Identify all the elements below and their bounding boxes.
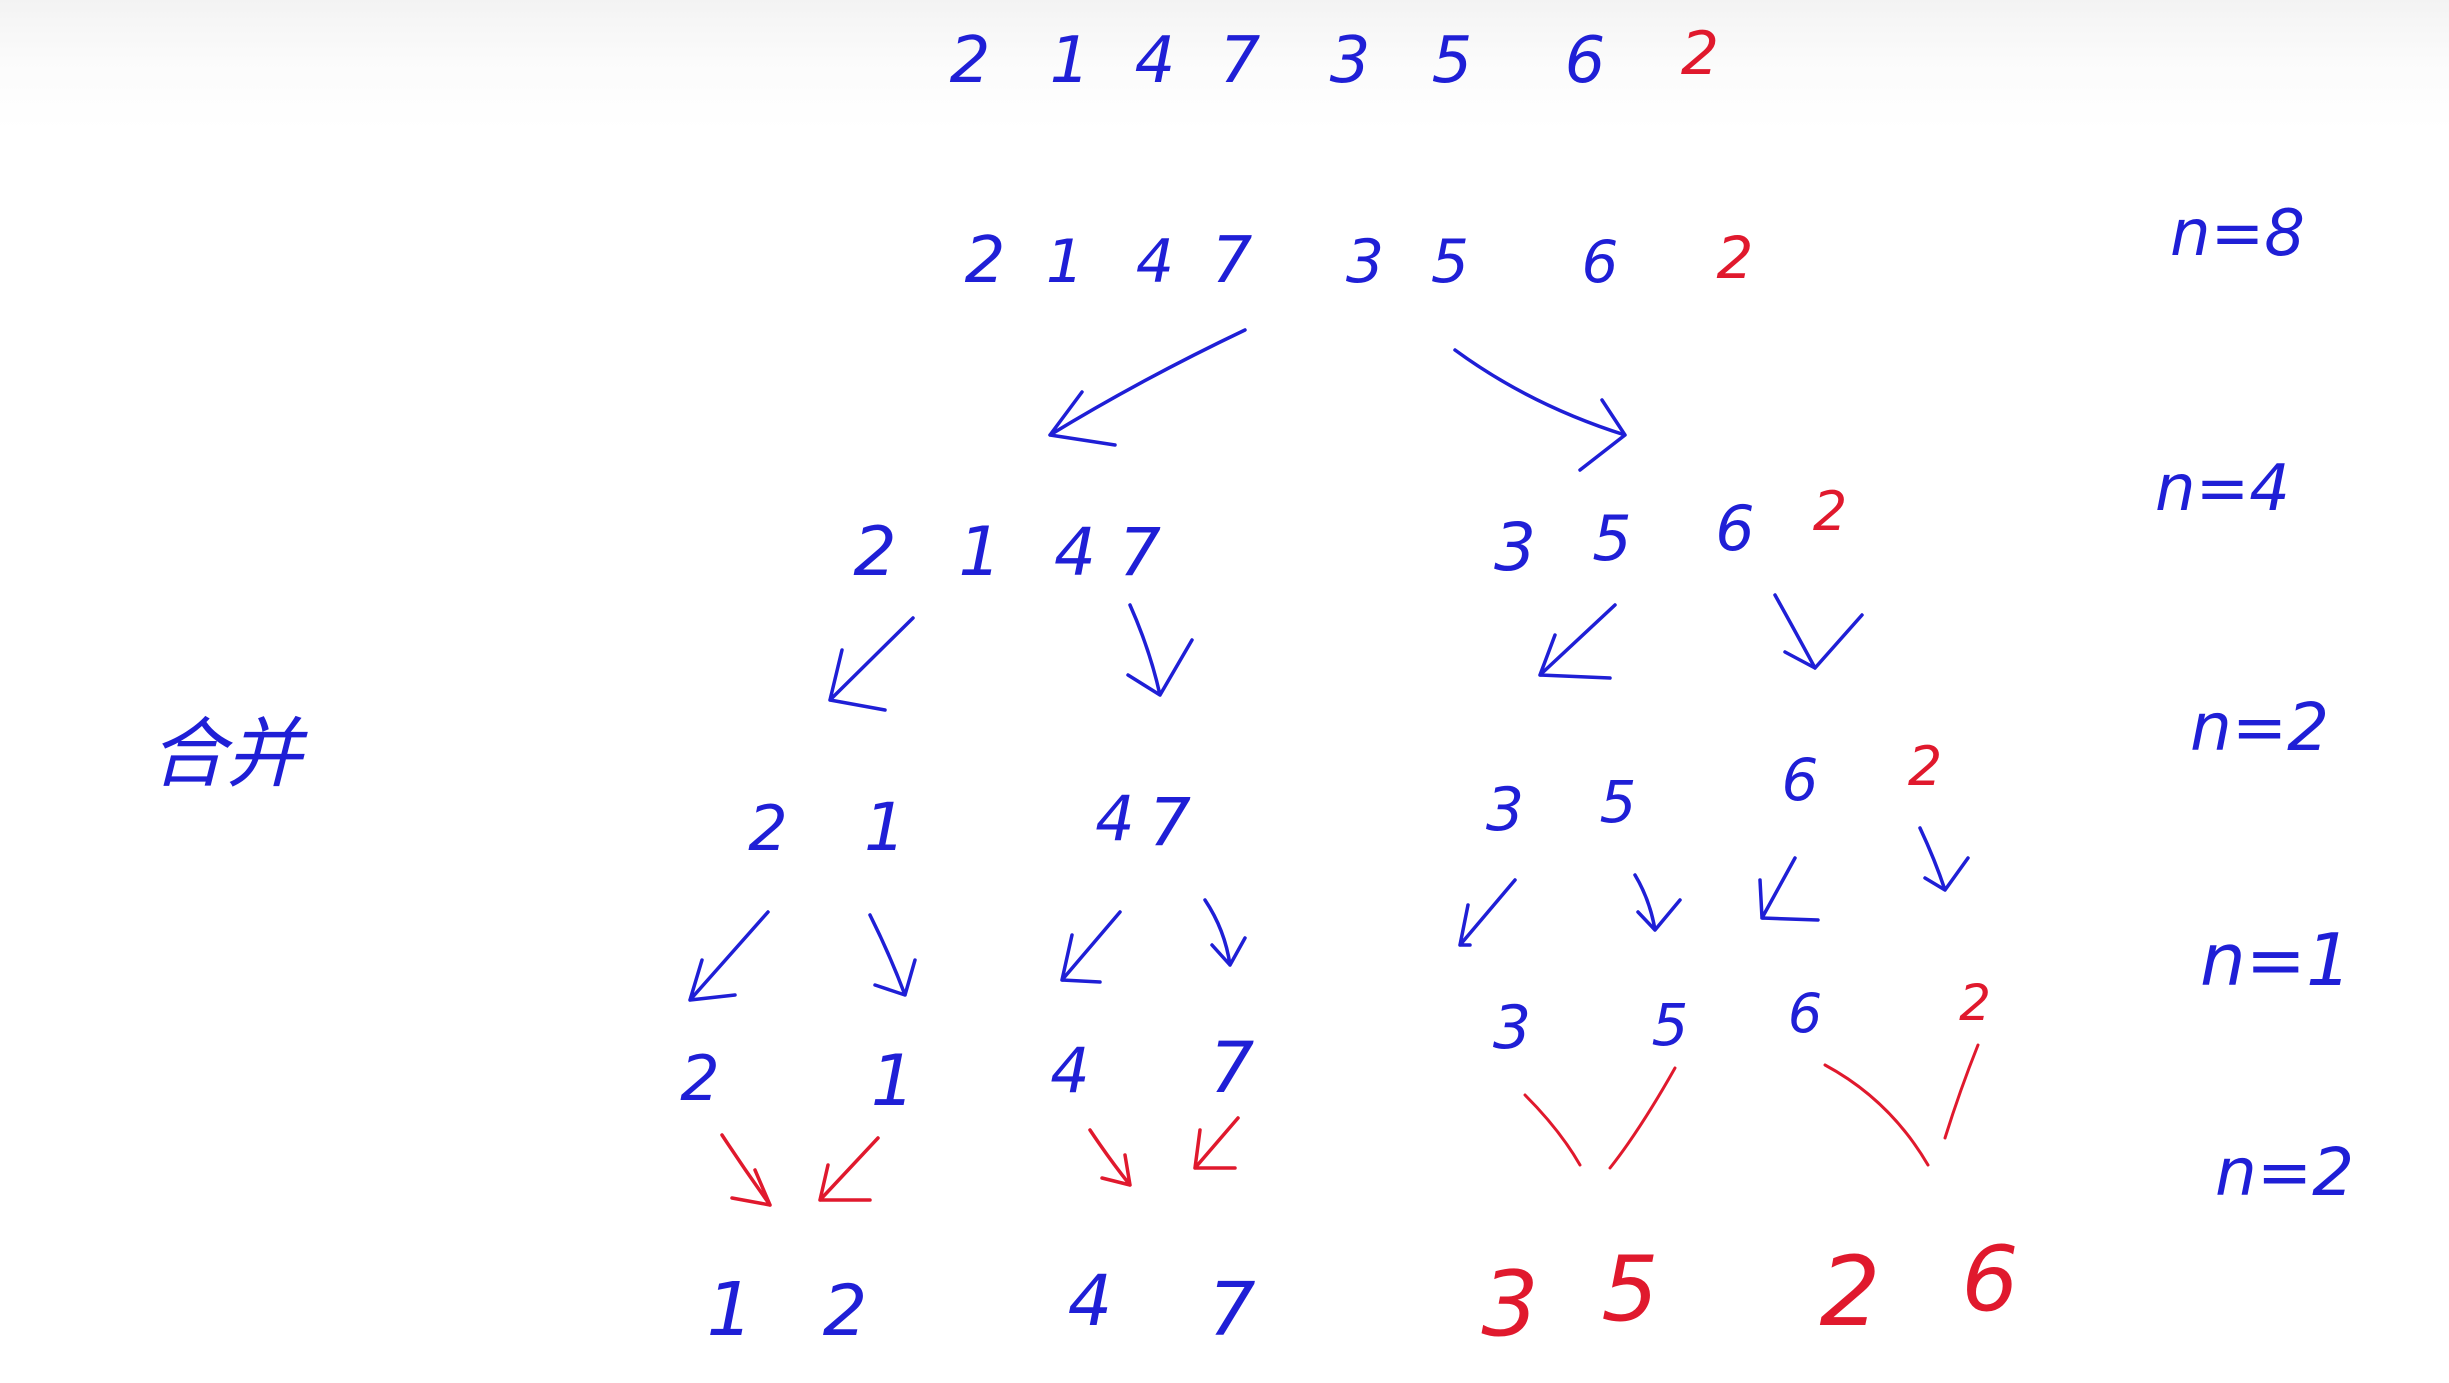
merge-marks [720,1116,1240,1207]
number: 1 [1046,227,1084,297]
row-n4: 2 1 4 7 3 5 6 2 [853,480,1847,592]
merge-arrow-left [1193,1116,1240,1170]
row-n1: 2 1 4 7 3 5 6 2 [680,974,1991,1122]
number: 2 [680,1042,719,1115]
arrow-down-left [1758,856,1820,922]
level-label: n=2 [2215,1134,2354,1211]
number: 4 [1095,782,1134,855]
number: 1 [864,789,906,866]
number: 3 [1481,1252,1538,1357]
number: 7 [1149,784,1191,861]
arrow-down-right [1773,593,1864,670]
number: 2 [823,1270,868,1352]
number: 2 [853,513,896,592]
arrow-down-right [1126,603,1194,697]
number: 2 [1681,19,1719,89]
row-n2: 2 1 4 7 3 5 6 2 [748,735,1942,866]
number: 7 [1212,224,1253,298]
number: 5 [1600,768,1637,836]
number: 4 [1068,1260,1113,1342]
number: 3 [1493,993,1531,1063]
number: 4 [1054,514,1096,591]
number: 6 [1565,24,1606,98]
number: 4 [1136,227,1174,297]
merge-arrow-right [1088,1128,1132,1187]
level-label: n=4 [2155,452,2290,526]
split-arrows-n2 [688,826,1970,1002]
number: 3 [1330,24,1371,98]
level-label: n=2 [2190,689,2329,766]
number: 6 [1961,1227,2018,1332]
number: 1 [958,513,1001,592]
number: 2 [965,224,1006,298]
merge-brackets [1523,1043,1980,1170]
number: 3 [1346,227,1384,297]
number: 2 [1959,974,1991,1032]
merge-arrow-left [818,1136,880,1202]
number: 1 [706,1267,753,1353]
merge-arrow-right [720,1133,772,1207]
number: 3 [1486,775,1524,845]
arrow-down-right [1633,873,1682,932]
number: 5 [1432,24,1473,98]
arrow-down-left [1538,603,1617,680]
number: 5 [1601,1237,1658,1342]
row-top: 2 1 4 7 3 5 6 2 [950,19,1719,98]
number: 2 [1813,480,1847,543]
merge-bracket [1823,1043,1980,1167]
number: 2 [950,24,991,98]
arrow-left [1048,328,1247,447]
number: 3 [1494,509,1536,586]
number: 1 [871,1040,916,1122]
number: 5 [1431,227,1469,297]
number: 5 [1592,502,1631,575]
number: 2 [1819,1236,1880,1348]
merge-bracket [1523,1066,1677,1170]
number: 4 [1135,24,1176,98]
number: 7 [1119,514,1161,591]
level-label: n=1 [2200,918,2352,1002]
level-labels: n=8 n=4 n=2 n=1 n=2 [2155,197,2354,1211]
number: 4 [1050,1034,1089,1107]
split-arrows-n4 [828,593,1864,712]
arrow-down-left [1060,910,1122,984]
number: 2 [1717,224,1754,292]
number: 2 [748,792,787,865]
row-merged: 1 2 4 7 3 5 2 6 [706,1227,2018,1357]
number: 6 [1788,982,1822,1045]
number: 7 [1208,1267,1255,1353]
arrow-down-left [1458,878,1517,947]
split-arrows-n8 [1048,328,1627,472]
level-label: n=8 [2170,197,2305,271]
merge-side-label: 合并 [150,709,308,798]
arrow-down-right [1203,898,1247,967]
number: 5 [1652,991,1689,1059]
number: 6 [1782,746,1819,814]
row-n8: 2 1 4 7 3 5 6 2 [965,224,1754,298]
number: 1 [1050,24,1091,98]
arrow-down-left [828,616,915,712]
number: 6 [1582,228,1619,296]
arrow-right [1453,348,1627,472]
number: 6 [1715,492,1754,565]
arrow-down-left [688,910,770,1002]
arrow-down-right [868,913,917,997]
number: 7 [1220,24,1261,98]
arrow-down-right [1918,826,1970,892]
number: 7 [1210,1027,1255,1109]
number: 2 [1908,735,1942,798]
